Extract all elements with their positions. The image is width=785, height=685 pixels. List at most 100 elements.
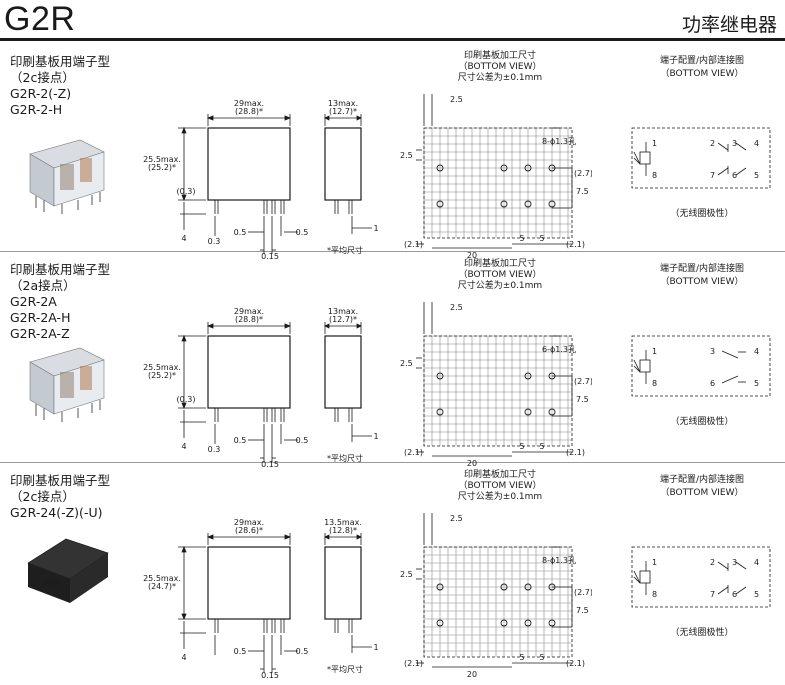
terminal-pin-number: 8 <box>652 171 657 180</box>
relay-photo <box>29 139 105 214</box>
pcb-layout-drawing: 印刷基板加工尺寸 （BOTTOM VIEW） 尺寸公差为±0.1mm 2.5 2… <box>400 468 592 679</box>
pcb-dim-2-7: (2.7) <box>574 588 592 597</box>
width-dim-label: 29max. <box>234 518 264 527</box>
pcb-tolerance-note: 尺寸公差为±0.1mm <box>458 71 542 83</box>
terminal-pin-number: 3 <box>710 347 715 356</box>
depth-avg-label: (12.8)* <box>329 526 357 535</box>
depth-avg-label: (12.7)* <box>329 315 357 324</box>
terminal-note: （无线圈极性） <box>670 626 733 638</box>
relay-photo <box>29 347 105 422</box>
average-note: *平均尺寸 <box>327 664 363 674</box>
terminal-note: （无线圈极性） <box>670 415 733 427</box>
pcb-hole <box>548 372 556 380</box>
pcb-title: 印刷基板加工尺寸 <box>464 468 536 480</box>
pcb-hole <box>524 619 532 627</box>
pcb-tolerance-note: 尺寸公差为±0.1mm <box>458 490 542 502</box>
pcb-hole <box>436 408 444 416</box>
terminal-pin-number: 4 <box>754 347 759 356</box>
pcb-dim-top: 2.5 <box>450 514 463 523</box>
pcb-dim-7-5: 7.5 <box>576 395 589 404</box>
pin-pitch2-label: 0.5 <box>296 436 309 445</box>
pcb-dim-top: 2.5 <box>450 95 463 104</box>
depth-avg-label: (12.7)* <box>329 107 357 116</box>
pcb-dim-2-1-right: (2.1) <box>566 240 585 249</box>
pcb-dim-2-1-right: (2.1) <box>566 659 585 668</box>
pcb-hole <box>436 372 444 380</box>
terminal-view-label: （BOTTOM VIEW） <box>660 68 743 79</box>
pin-thickness-label: 0.15 <box>261 252 279 261</box>
pin-width-label: 0.3 <box>208 237 221 246</box>
pin-length-label: 4 <box>181 234 186 243</box>
depth-dim-label: 13max. <box>328 99 358 108</box>
pcb-dim-left: 2.5 <box>400 359 413 368</box>
side-pin-label: 1 <box>373 643 378 652</box>
terminal-pin-number: 1 <box>652 139 657 148</box>
pcb-holes-label: 8-ϕ1.3孔 <box>542 556 576 565</box>
pcb-hole <box>548 408 556 416</box>
terminal-title: 端子配置/内部连接图 <box>660 54 744 66</box>
pcb-dim-left: 2.5 <box>400 151 413 160</box>
pcb-dim-2-1-left: (2.1) <box>404 659 423 668</box>
terminal-view-label: （BOTTOM VIEW） <box>660 276 743 287</box>
depth-dim-label: 13max. <box>328 307 358 316</box>
contact-form-label: （2a接点） <box>10 278 76 293</box>
product-series-title: G2R <box>4 0 76 38</box>
pcb-dim-5b: 5 <box>539 442 544 451</box>
terminal-pin-number: 2 <box>710 139 715 148</box>
terminal-pin-number: 7 <box>710 171 715 180</box>
model-number: G2R-2A <box>10 294 57 309</box>
width-dim-label: 29max. <box>234 99 264 108</box>
height-dim-label: 25.5max. <box>143 155 181 164</box>
depth-dim-label: 13.5max. <box>324 518 362 527</box>
terminal-pin-number: 6 <box>732 590 737 599</box>
pin-length-label: 4 <box>181 653 186 662</box>
pcb-hole <box>548 164 556 172</box>
terminal-pin-number: 8 <box>652 379 657 388</box>
section-divider <box>0 462 785 463</box>
model-number: G2R-2(-Z) <box>10 86 72 101</box>
contact-form-label: （2c接点） <box>10 489 75 504</box>
pcb-dim-2-7: (2.7) <box>574 377 592 386</box>
terminal-pin-number: 2 <box>710 558 715 567</box>
terminal-pin-number: 5 <box>754 590 759 599</box>
pcb-hole <box>524 200 532 208</box>
pcb-view-label: （BOTTOM VIEW） <box>458 480 541 491</box>
height-avg-label: (25.2)* <box>148 163 176 172</box>
pcb-dim-20: 20 <box>467 670 477 679</box>
pcb-hole <box>500 200 508 208</box>
relay-section-3: 印刷基板用端子型（2c接点）G2R-24(-Z)(-U) OMRON <box>0 463 785 680</box>
pin-pitch2-label: 0.5 <box>296 647 309 656</box>
pcb-dim-5b: 5 <box>539 653 544 662</box>
pcb-hole <box>524 164 532 172</box>
pin-width-label: 0.3 <box>208 445 221 454</box>
side-pin-label: 1 <box>373 432 378 441</box>
pcb-dim-2-7: (2.7) <box>574 169 592 178</box>
height-dim-label: 25.5max. <box>143 574 181 583</box>
model-number: G2R-24(-Z)(-U) <box>10 505 103 520</box>
pcb-dim-5a: 5 <box>519 653 524 662</box>
side-pin-label: 1 <box>373 224 378 233</box>
pin-length-label: 4 <box>181 442 186 451</box>
header-rule <box>0 38 785 41</box>
terminal-pin-number: 6 <box>710 379 715 388</box>
terminal-type-label: 印刷基板用端子型 <box>10 262 111 277</box>
pcb-hole <box>436 200 444 208</box>
terminal-pin-number: 4 <box>754 558 759 567</box>
pcb-dim-7-5: 7.5 <box>576 606 589 615</box>
pin-thickness-label: 0.15 <box>261 671 279 680</box>
average-note: *平均尺寸 <box>327 245 363 255</box>
pcb-dim-2-1-right: (2.1) <box>566 448 585 457</box>
model-number: G2R-2A-H <box>10 310 71 325</box>
pcb-hole <box>500 583 508 591</box>
outline-dimension-drawing: 29max. (28.8)* 25.5max. (25.2)* (0.3) 4 … <box>143 99 378 261</box>
pcb-view-label: （BOTTOM VIEW） <box>458 269 541 280</box>
width-avg-label: (28.8)* <box>235 107 263 116</box>
pcb-holes-label: 6-ϕ1.3孔 <box>542 345 576 354</box>
average-note: *平均尺寸 <box>327 453 363 463</box>
pin-thickness-label: 0.15 <box>261 460 279 469</box>
outline-dimension-drawing: 29max. (28.6)* 25.5max. (24.7)* 4 0.5 0.… <box>143 518 378 680</box>
pcb-title: 印刷基板加工尺寸 <box>464 257 536 269</box>
